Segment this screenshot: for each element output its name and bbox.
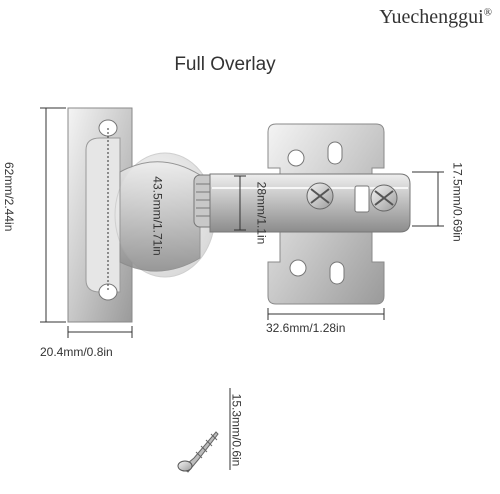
dimension-height-total: 62mm/2.44in: [2, 162, 16, 232]
dimension-hole-spacing: 43.5mm/1.71in: [150, 176, 165, 256]
brand-name: Yuechenggui: [379, 6, 484, 28]
adjustment-screw-left: [306, 182, 334, 210]
adjustment-screw-right: [370, 184, 398, 212]
dimension-plate-width: 32.6mm/1.28in: [266, 321, 346, 335]
wood-screw: [177, 431, 219, 473]
dimension-screw-length: 15.3mm/0.6in: [229, 393, 244, 467]
brand-logo: Yuechenggui®: [379, 6, 492, 29]
dimension-plate-height: 17.5mm/0.69in: [450, 162, 465, 242]
page-title: Full Overlay: [174, 54, 276, 75]
hinge-cup: [114, 152, 216, 278]
registered-mark: ®: [483, 6, 492, 19]
hinge-base-plate: [67, 107, 133, 323]
dimension-base-width: 20.4mm/0.8in: [40, 345, 113, 359]
dimension-lines: [40, 107, 444, 470]
dimension-arm-height: 28mm/1.1in: [254, 181, 269, 245]
